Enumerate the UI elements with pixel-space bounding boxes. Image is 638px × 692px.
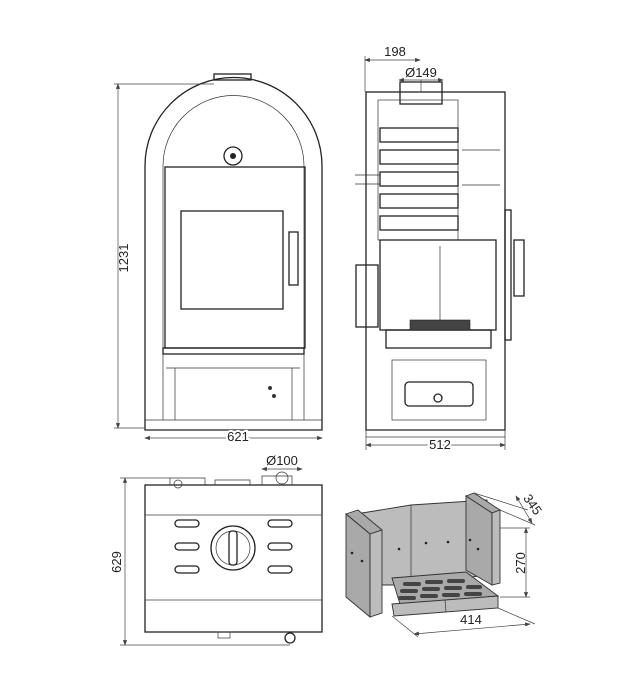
door-handle <box>288 231 299 286</box>
firebox-depth-label: 345 <box>520 491 545 517</box>
vent-slots <box>174 519 293 574</box>
side-handle <box>513 239 525 297</box>
door <box>164 166 306 349</box>
flue-offset-label: 198 <box>384 44 406 59</box>
firebox-liner: 345 270 414 <box>345 491 545 638</box>
front-view: 1231 621 <box>114 73 323 446</box>
front-height-label: 1231 <box>116 244 131 273</box>
top-depth-label: 629 <box>109 551 124 573</box>
firebox-width-label: 414 <box>460 612 482 627</box>
front-width-label: 621 <box>227 429 249 444</box>
air-control-knob-icon <box>223 146 243 166</box>
outlet-diameter-label: Ø100 <box>266 453 298 468</box>
flue-diameter-label: Ø149 <box>405 65 437 80</box>
firebox-height-label: 270 <box>513 552 528 574</box>
side-depth-label: 512 <box>429 437 451 452</box>
top-view: 629 Ø100 <box>109 453 323 646</box>
round-knob-icon <box>210 525 256 571</box>
glass-window <box>180 210 284 310</box>
side-view: 198 Ø149 512 <box>355 44 525 454</box>
